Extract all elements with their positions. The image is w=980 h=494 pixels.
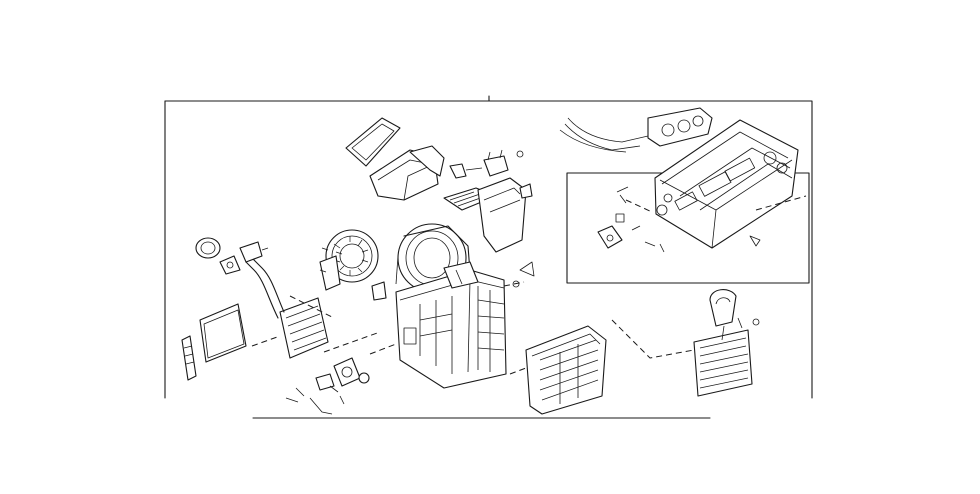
- evaporator-core: [525, 325, 607, 415]
- control-head-detail: [559, 107, 807, 253]
- case-clip: [371, 261, 535, 301]
- lower-fasteners: [251, 281, 527, 415]
- duct-seal: [345, 117, 401, 167]
- expansion-valve-evaporator: [611, 289, 760, 397]
- actuator-motor: [195, 237, 241, 275]
- intake-duct: [369, 145, 445, 201]
- upper-brackets: [443, 149, 533, 253]
- air-filter: [181, 303, 247, 381]
- heater-unit-case: [395, 261, 507, 389]
- heater-core: [239, 241, 329, 359]
- frame-border: [164, 95, 813, 419]
- blower-motor: [319, 229, 379, 291]
